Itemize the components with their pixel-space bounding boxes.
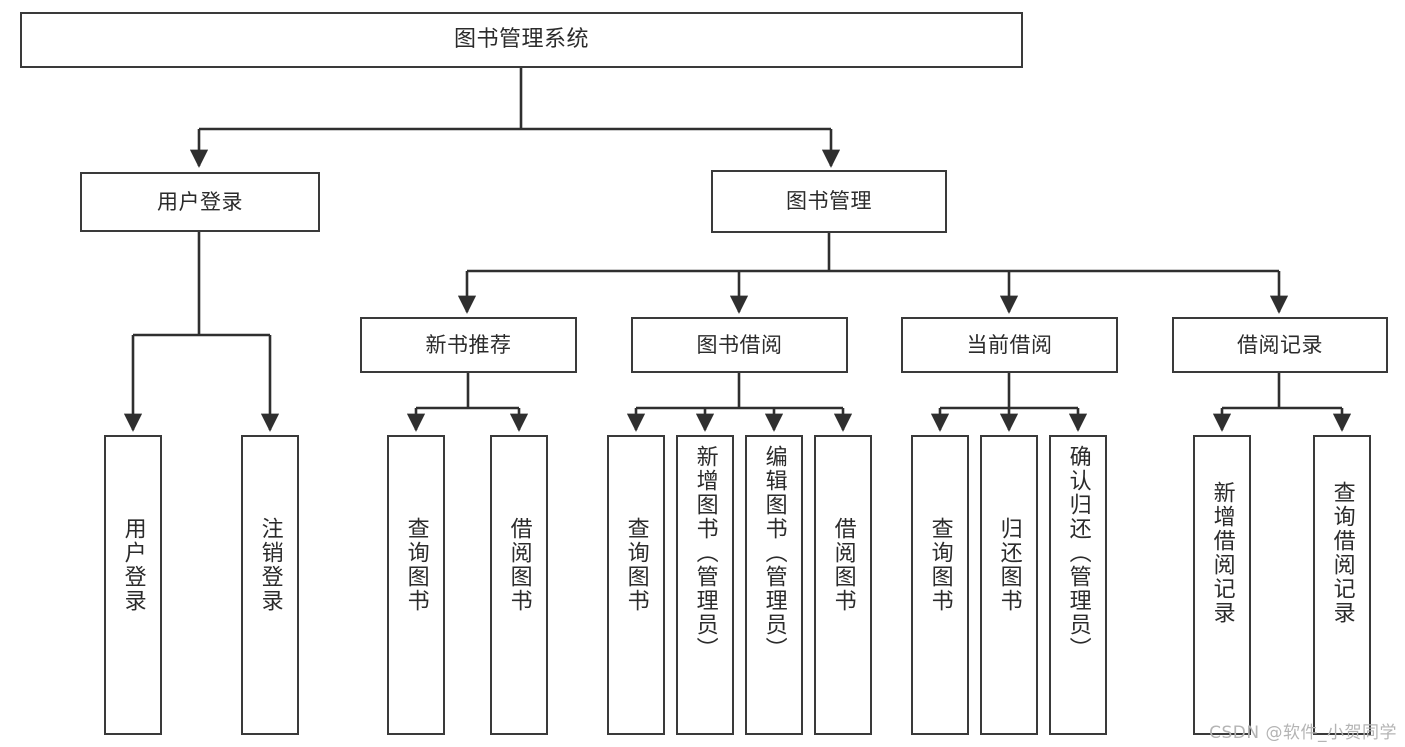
csdn-watermark: CSDN @软件_小贺同学 <box>1209 723 1397 743</box>
leaf-user-login-signin[interactable]: 用户登录 <box>104 435 162 735</box>
node-label: 查询借阅记录 <box>1329 481 1355 625</box>
node-user-login[interactable]: 用户登录 <box>80 172 320 232</box>
node-label: 归还图书 <box>996 517 1022 613</box>
node-label: 查询图书 <box>927 517 953 613</box>
node-label: 新增图书（管理员） <box>692 445 718 661</box>
node-label: 用户登录 <box>120 517 146 613</box>
leaf-current-return-book[interactable]: 归还图书 <box>980 435 1038 735</box>
node-borrow-records[interactable]: 借阅记录 <box>1172 317 1388 373</box>
node-book-borrow[interactable]: 图书借阅 <box>631 317 848 373</box>
node-new-book-recommend[interactable]: 新书推荐 <box>360 317 577 373</box>
node-label: 借阅图书 <box>506 517 532 613</box>
node-label: 图书管理系统 <box>453 27 589 53</box>
node-label: 注销登录 <box>257 517 283 613</box>
leaf-record-query-record[interactable]: 查询借阅记录 <box>1313 435 1371 735</box>
leaf-user-login-signout[interactable]: 注销登录 <box>241 435 299 735</box>
leaf-borrow-query-book[interactable]: 查询图书 <box>607 435 665 735</box>
node-current-borrow[interactable]: 当前借阅 <box>901 317 1118 373</box>
leaf-record-add-record[interactable]: 新增借阅记录 <box>1193 435 1251 735</box>
node-label: 新增借阅记录 <box>1209 481 1235 625</box>
leaf-recommend-borrow-book[interactable]: 借阅图书 <box>490 435 548 735</box>
node-label: 确认归还（管理员） <box>1065 445 1091 661</box>
leaf-recommend-query-book[interactable]: 查询图书 <box>387 435 445 735</box>
node-label: 图书借阅 <box>696 332 783 357</box>
leaf-borrow-add-book-admin[interactable]: 新增图书（管理员） <box>676 435 734 735</box>
node-label: 查询图书 <box>623 517 649 613</box>
node-root-system[interactable]: 图书管理系统 <box>20 12 1023 68</box>
node-label: 当前借阅 <box>966 332 1053 357</box>
leaf-current-query-book[interactable]: 查询图书 <box>911 435 969 735</box>
node-label: 图书管理 <box>786 189 872 214</box>
node-label: 编辑图书（管理员） <box>761 445 787 661</box>
node-label: 用户登录 <box>157 189 243 214</box>
node-label: 借阅图书 <box>830 517 856 613</box>
node-book-management[interactable]: 图书管理 <box>711 170 947 233</box>
node-label: 查询图书 <box>403 517 429 613</box>
node-label: 新书推荐 <box>425 332 512 357</box>
leaf-borrow-edit-book-admin[interactable]: 编辑图书（管理员） <box>745 435 803 735</box>
node-label: 借阅记录 <box>1237 332 1323 357</box>
leaf-current-confirm-return-admin[interactable]: 确认归还（管理员） <box>1049 435 1107 735</box>
leaf-borrow-borrow-book[interactable]: 借阅图书 <box>814 435 872 735</box>
